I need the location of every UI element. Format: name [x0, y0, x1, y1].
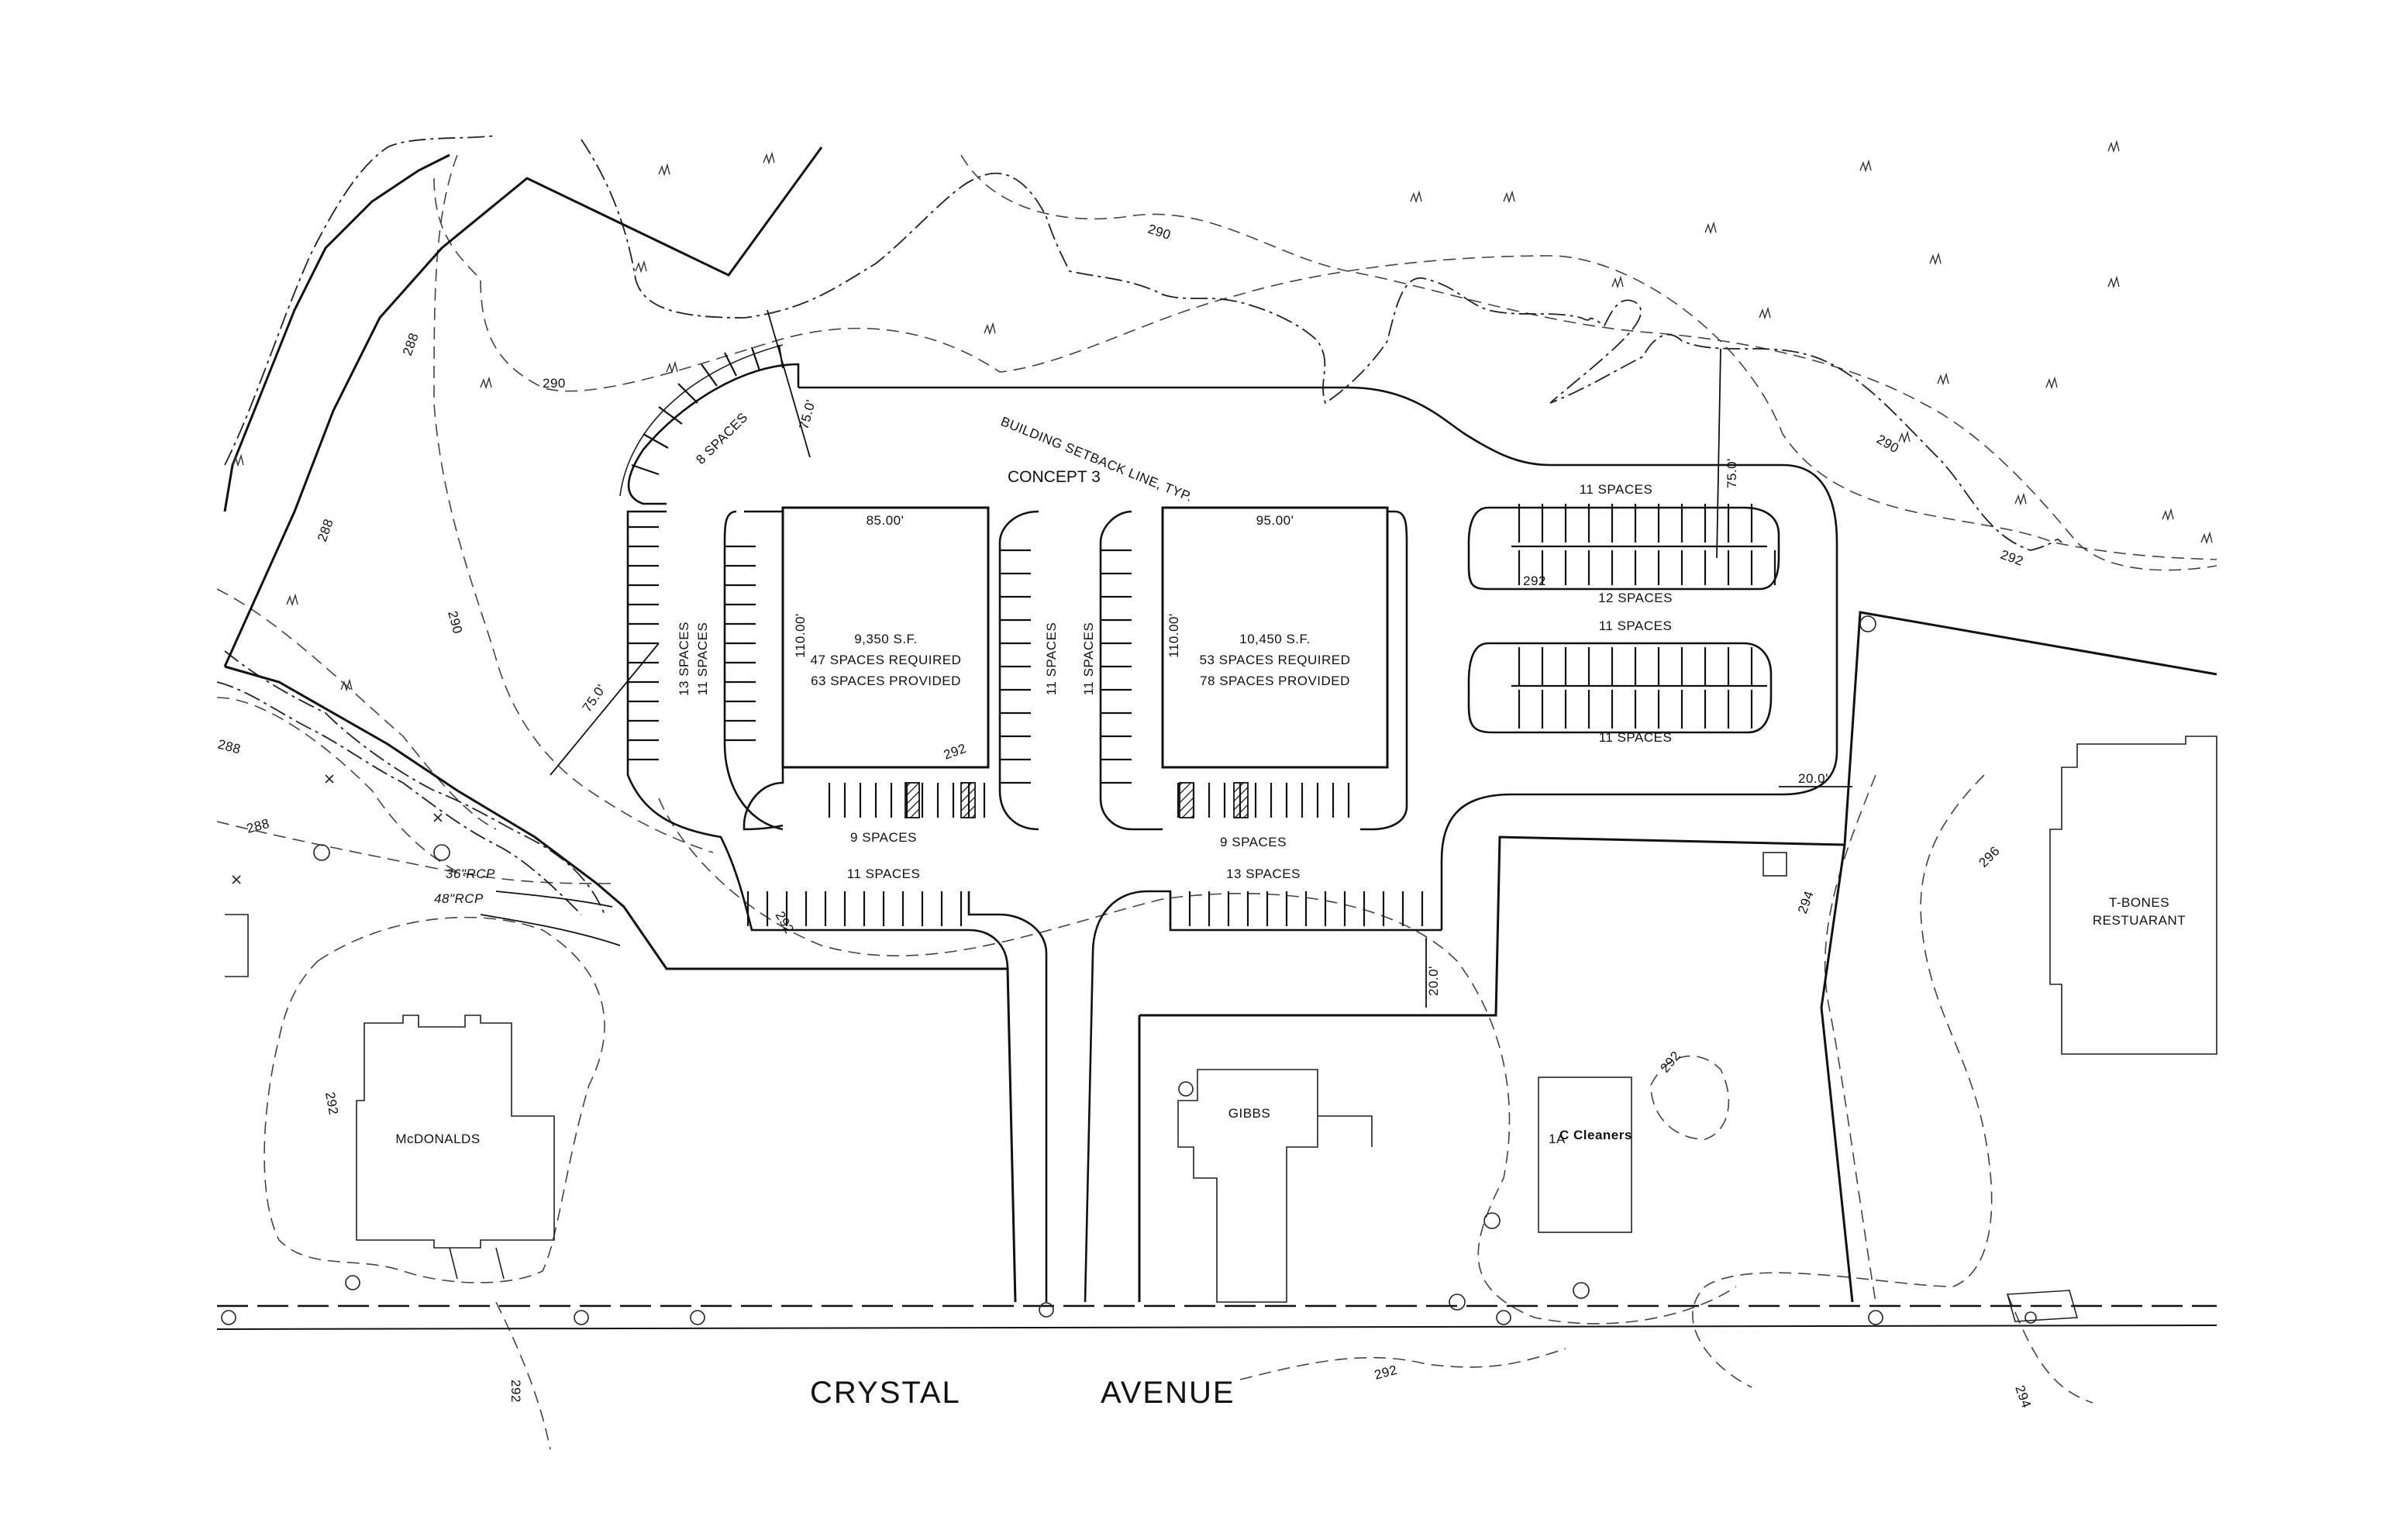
left-building-width: 85.00' [867, 513, 905, 528]
left-building-labels: 85.00' 110.00' 9,350 S.F. 47 SPACES REQU… [793, 513, 961, 688]
parking-label-bottom-left: 11 SPACES [847, 866, 921, 881]
contour-label: 292 [1373, 1363, 1399, 1383]
proposed-building-right [1161, 506, 1389, 769]
parking-label-mid-left: 11 SPACES [1044, 622, 1059, 696]
dimension-lines [480, 309, 1852, 1008]
parking-label-left-inner: 11 SPACES [695, 622, 710, 696]
street-name: CRYSTAL AVENUE [810, 1376, 1235, 1410]
right-building-area: 10,450 S.F. [1239, 632, 1311, 646]
parking-label-east-2: 12 SPACES [1598, 591, 1673, 605]
contour-label: 292 [508, 1380, 523, 1403]
contour-label: 296 [1976, 843, 2003, 870]
parking-label-east-3: 11 SPACES [1599, 618, 1673, 633]
contour-label: 290 [543, 376, 566, 391]
grass-tufts [232, 140, 2213, 692]
contour-label: 292 [1523, 574, 1546, 588]
contour-label: 294 [1795, 889, 1817, 916]
contour-label: 288 [216, 737, 243, 757]
contour-label: 290 [445, 609, 465, 636]
property-lines [223, 146, 2217, 1303]
left-building-required: 47 SPACES REQUIRED [811, 653, 962, 667]
parking-label-front-right: 9 SPACES [1220, 835, 1287, 849]
tbones-label-2: RESTUARANT [2093, 913, 2186, 928]
right-building-provided: 78 SPACES PROVIDED [1200, 674, 1350, 688]
cleaners-unit-label: 1A [1549, 1132, 1566, 1146]
right-building-labels: 95.00' 110.00' 10,450 S.F. 53 SPACES REQ… [1166, 513, 1350, 688]
parking-label-front-left: 9 SPACES [850, 830, 917, 845]
right-building-depth: 110.00' [1166, 613, 1181, 657]
left-building-area: 9,350 S.F. [854, 632, 918, 646]
contour-label: 292 [773, 909, 797, 936]
parking-label-east-1: 11 SPACES [1580, 482, 1653, 497]
tbones-label: T-BONES [2109, 895, 2169, 910]
contour-label: 292 [1658, 1048, 1684, 1075]
contour-label: 288 [245, 816, 271, 836]
street-name-word-1: CRYSTAL [810, 1376, 961, 1410]
contour-label: 288 [400, 331, 422, 358]
parking-label-mid-right: 11 SPACES [1081, 622, 1096, 696]
gibbs-label: GIBBS [1228, 1106, 1270, 1121]
dim-side-e: 20.0' [1798, 771, 1828, 786]
left-building-depth: 110.00' [793, 613, 808, 657]
pipe-label-48: 48"RCP [434, 891, 484, 906]
dim-setback-nw: 75.0' [797, 398, 818, 431]
parking-label-left-outer: 13 SPACES [677, 622, 691, 696]
parking-curbs [619, 344, 1838, 1303]
contour-label: 294 [2012, 1383, 2034, 1411]
street-name-word-2: AVENUE [1101, 1376, 1235, 1410]
utility-symbols [225, 615, 2079, 1322]
contour-label: 292 [1999, 547, 2026, 569]
parking-label-bottom-right: 13 SPACES [1226, 866, 1301, 881]
parking-label-east-4: 11 SPACES [1599, 730, 1673, 745]
pipe-label-36: 36"RCP [446, 866, 495, 881]
setback-label: BUILDING SETBACK LINE, TYP. [999, 414, 1195, 505]
drawing-title: CONCEPT 3 BUILDING SETBACK LINE, TYP. [999, 414, 1195, 505]
neighbor-buildings [356, 736, 2217, 1303]
proposed-building-left [781, 506, 990, 769]
neighbor-labels: McDONALDS GIBBS 1A C Cleaners T-BONES RE… [395, 895, 2186, 1146]
dim-side-s: 20.0' [1426, 966, 1441, 996]
contour-label: 288 [315, 517, 336, 544]
dimension-labels: 75.0' 75.0' 75.0' 20.0' 20.0' [580, 398, 1828, 996]
right-building-width: 95.00' [1256, 513, 1294, 528]
setback-lines [216, 135, 2062, 915]
street-lines [216, 1302, 2217, 1330]
contour-labels: 288 288 288 288 290 290 290 290 292 292 … [216, 222, 2034, 1411]
contour-label: 290 [1146, 222, 1173, 243]
dim-setback-e: 75.0' [1725, 458, 1739, 488]
contour-label: 290 [1874, 432, 1901, 456]
mcdonalds-label: McDONALDS [395, 1132, 480, 1146]
pipe-labels: 36"RCP 48"RCP [434, 866, 495, 906]
contour-label: 292 [322, 1090, 341, 1116]
right-building-required: 53 SPACES REQUIRED [1200, 653, 1351, 667]
parking-label-curved: 8 SPACES [693, 410, 750, 467]
left-building-provided: 63 SPACES PROVIDED [811, 674, 961, 688]
contour-lines [216, 154, 2217, 1450]
concept-title: CONCEPT 3 [1008, 468, 1101, 486]
cleaners-label: C Cleaners [1559, 1128, 1632, 1142]
